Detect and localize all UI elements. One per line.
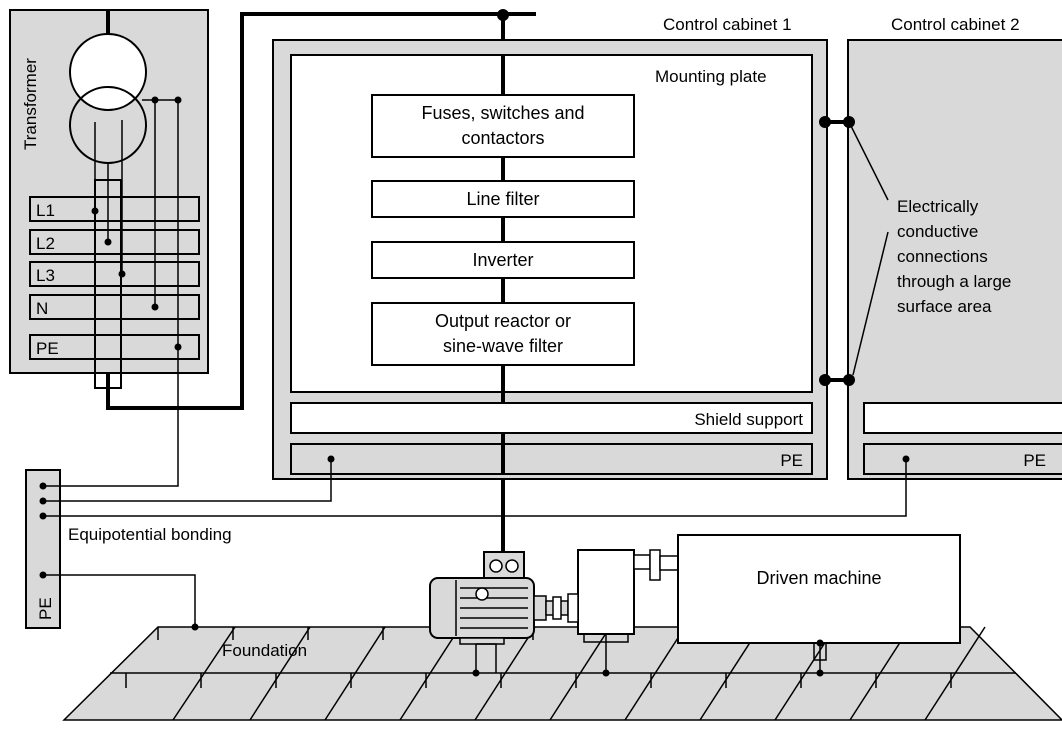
driven-machine-box	[677, 534, 961, 644]
terminal-pe	[29, 334, 200, 360]
equipotential-pe-label: PE	[36, 597, 55, 620]
cabinet2-pe-label: PE	[1023, 451, 1046, 470]
note-line-1: Electrically	[897, 197, 979, 216]
cabinet1-pe-bar	[290, 443, 813, 475]
transformer: Transformer L1 L2 L3 N PE	[9, 9, 209, 389]
connections-note: Electrically conductive connections thro…	[897, 197, 1011, 316]
cabinet2-title: Control cabinet 2	[891, 15, 1020, 34]
control-cabinet-2: Control cabinet 2 PE	[847, 15, 1062, 480]
control-cabinet-1: Control cabinet 1 Mounting plate Fuses, …	[272, 15, 828, 480]
note-line-5: surface area	[897, 297, 992, 316]
motor	[429, 551, 569, 677]
terminal-n	[29, 294, 200, 320]
line-filter-box	[371, 180, 635, 218]
terminal-l3-label: L3	[36, 266, 55, 285]
reactor-label-line2: sine-wave filter	[443, 336, 563, 356]
reactor-label-line1: Output reactor or	[435, 311, 571, 331]
fuses-switches-box	[371, 94, 635, 158]
fuses-label-line1: Fuses, switches and	[421, 103, 584, 123]
gearbox-housing	[577, 549, 635, 635]
cabinet1-pe-label: PE	[780, 451, 803, 470]
terminal-l3	[29, 261, 200, 287]
transformer-title: Transformer	[21, 58, 40, 150]
terminal-l1	[29, 196, 200, 222]
shield-support-bar	[290, 402, 813, 434]
gearbox-coupling	[649, 549, 661, 581]
cabinet-connections	[819, 116, 889, 386]
note-line-4: through a large	[897, 272, 1011, 291]
foundation-label: Foundation	[222, 641, 307, 660]
cabinet1-title: Control cabinet 1	[663, 15, 792, 34]
shield-support-label: Shield support	[694, 410, 803, 429]
driven-machine-label: Driven machine	[756, 568, 881, 588]
cabinet2-pe-bar	[863, 443, 1062, 475]
driven-machine: Driven machine	[677, 534, 961, 677]
cabinet2-shield-bar	[863, 402, 1062, 434]
terminal-l2	[29, 229, 200, 255]
note-line-3: connections	[897, 247, 988, 266]
output-reactor-box	[371, 302, 635, 366]
motor-coupling	[552, 596, 562, 620]
line-filter-label: Line filter	[466, 189, 539, 209]
equipotential-pe-bar	[25, 469, 61, 629]
terminal-l1-label: L1	[36, 201, 55, 220]
note-line-2: conductive	[897, 222, 978, 241]
mounting-plate-label: Mounting plate	[655, 67, 767, 86]
inverter-label: Inverter	[472, 250, 533, 270]
terminal-l2-label: L2	[36, 234, 55, 253]
terminal-pe-label: PE	[36, 339, 59, 358]
inverter-box	[371, 241, 635, 279]
equipotential-label: Equipotential bonding	[68, 525, 232, 544]
equipotential-bonding: PE Equipotential bonding	[25, 347, 907, 631]
gearbox	[567, 549, 679, 677]
terminal-n-label: N	[36, 299, 48, 318]
fuses-label-line2: contactors	[461, 128, 544, 148]
